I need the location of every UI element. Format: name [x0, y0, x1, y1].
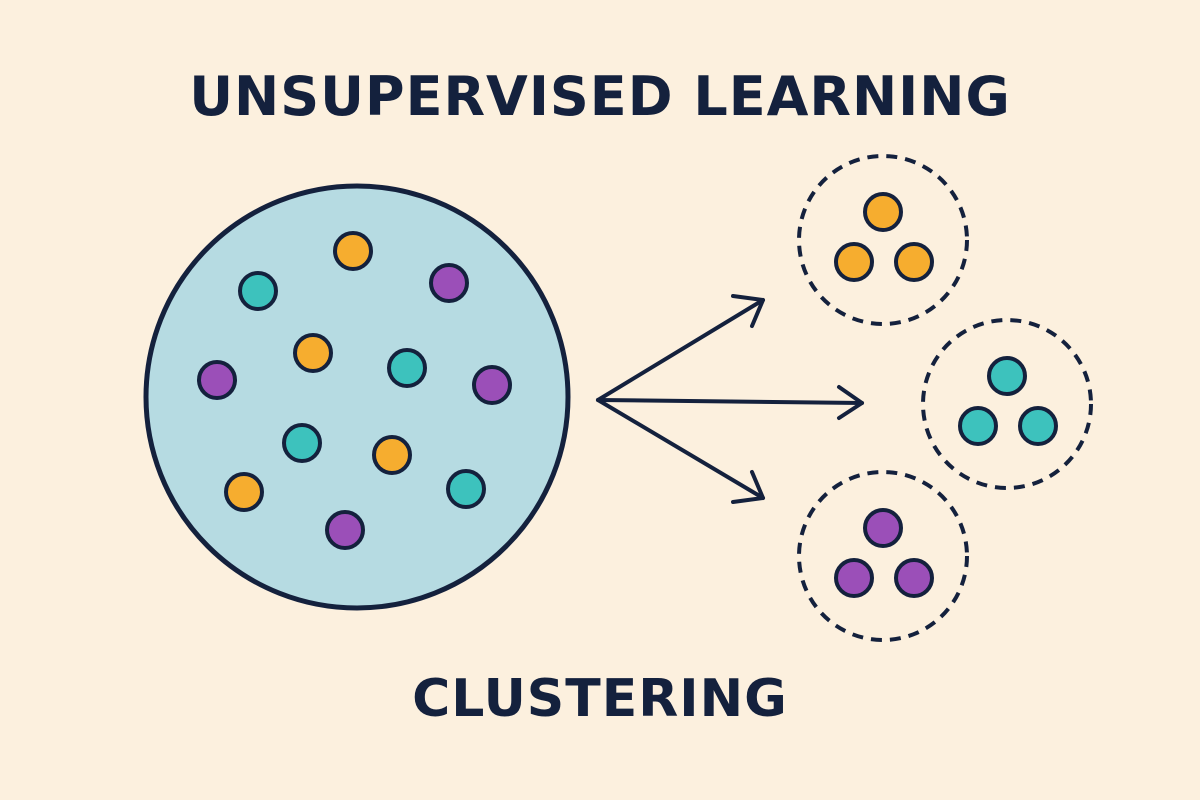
orange-point: [863, 192, 903, 232]
teal-point: [282, 423, 322, 463]
dataset-points: [197, 231, 512, 550]
cluster-purple: [797, 470, 969, 642]
orange-point: [293, 333, 333, 373]
arrow-to-orange-cluster: [596, 294, 765, 402]
cluster-boundary: [797, 154, 969, 326]
purple-point: [429, 263, 469, 303]
cluster-points: [958, 356, 1058, 446]
orange-point: [834, 242, 874, 282]
orange-point: [372, 435, 412, 475]
teal-point: [387, 348, 427, 388]
purple-point: [834, 558, 874, 598]
orange-point: [333, 231, 373, 271]
arrow-to-teal-cluster: [596, 385, 864, 420]
cluster-orange: [797, 154, 969, 326]
clusters-group: [797, 154, 1093, 642]
purple-point: [863, 508, 903, 548]
teal-point: [238, 271, 278, 311]
teal-point: [446, 469, 486, 509]
purple-point: [472, 365, 512, 405]
dataset-group: [143, 183, 571, 611]
diagram-title: UNSUPERVISED LEARNING: [189, 65, 1011, 128]
purple-point: [197, 360, 237, 400]
arrow-to-purple-cluster: [596, 398, 765, 504]
cluster-teal: [921, 318, 1093, 490]
cluster-points: [834, 192, 934, 282]
arrows-group: [596, 294, 864, 504]
teal-point: [987, 356, 1027, 396]
purple-point: [894, 558, 934, 598]
purple-point: [325, 510, 365, 550]
orange-point: [224, 472, 264, 512]
cluster-boundary: [921, 318, 1093, 490]
teal-point: [958, 406, 998, 446]
orange-point: [894, 242, 934, 282]
cluster-boundary: [797, 470, 969, 642]
cluster-points: [834, 508, 934, 598]
diagram-caption: CLUSTERING: [412, 669, 788, 729]
teal-point: [1018, 406, 1058, 446]
